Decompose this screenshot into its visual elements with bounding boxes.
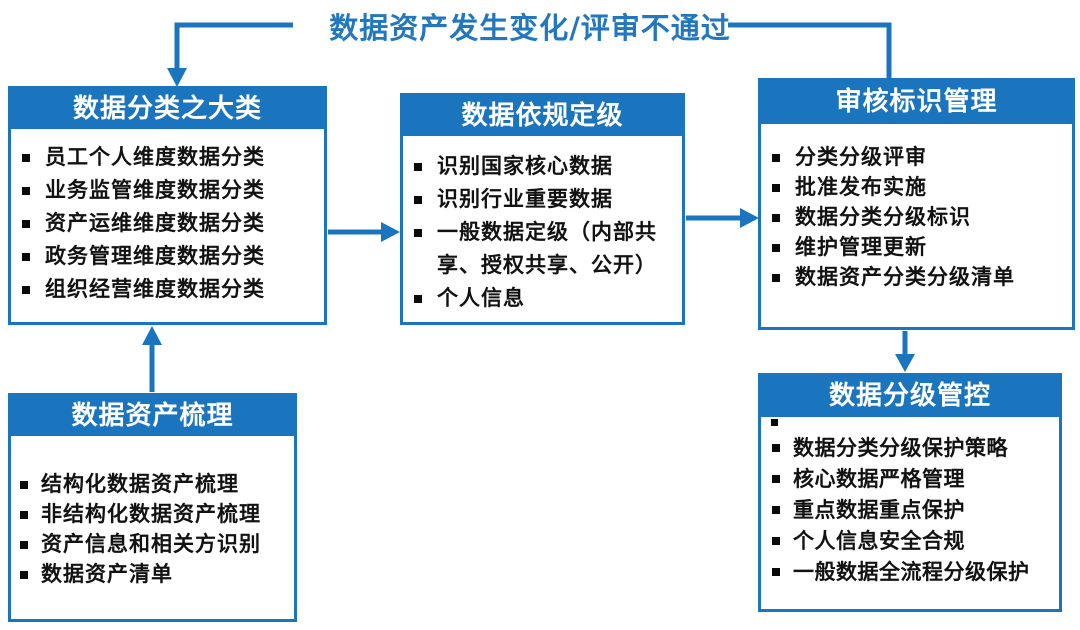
- square-bullet-icon: [22, 286, 30, 294]
- arrow-grading-to-review: [686, 208, 759, 228]
- list-item: 非结构化数据资产梳理: [11, 499, 294, 529]
- list-item: 核心数据严格管理: [761, 463, 1059, 494]
- list-item-text: 识别国家核心数据: [437, 153, 613, 178]
- box-body: 员工个人维度数据分类 业务监管维度数据分类 资产运维维度数据分类 政务管理维度数…: [11, 129, 324, 305]
- list-item: 识别国家核心数据: [403, 149, 676, 182]
- square-bullet-icon: [772, 444, 780, 452]
- list-item: 组织经营维度数据分类: [11, 272, 324, 305]
- list-item: 批准发布实施: [761, 172, 1072, 202]
- arrow-inventory-to-classification: [142, 326, 162, 392]
- square-bullet-icon: [772, 154, 780, 162]
- list-item-text: 批准发布实施: [795, 174, 927, 199]
- square-bullet-icon: [772, 214, 780, 222]
- list-item-text: 一般数据定级（内部共享、授权共享、公开）: [437, 219, 657, 277]
- square-bullet-icon: [20, 481, 28, 489]
- square-bullet-icon: [414, 229, 422, 237]
- list-item-text: 一般数据全流程分级保护: [793, 559, 1030, 584]
- list-item: 一般数据定级（内部共享、授权共享、公开）: [403, 215, 676, 281]
- square-bullet-icon: [22, 154, 30, 162]
- list-item-text: 资产运维维度数据分类: [45, 210, 265, 235]
- square-bullet-icon: [772, 537, 780, 545]
- list-item: 数据分类分级标识: [761, 202, 1072, 232]
- list-item-text: 数据资产分类分级清单: [795, 264, 1015, 289]
- box-body: 识别国家核心数据 识别行业重要数据 一般数据定级（内部共享、授权共享、公开） 个…: [403, 136, 682, 314]
- square-bullet-icon: [772, 274, 780, 282]
- square-bullet-icon: [22, 253, 30, 261]
- list-item-text: 个人信息: [437, 285, 525, 310]
- square-bullet-icon: [772, 184, 780, 192]
- box-grading-control: 数据分级管控 数据分类分级保护策略 核心数据严格管理 重点数据重点保护 个人信息…: [758, 373, 1062, 612]
- arrow-classification-to-grading: [328, 222, 400, 242]
- box-data-grading: 数据依规定级 识别国家核心数据 识别行业重要数据 一般数据定级（内部共享、授权共…: [400, 93, 685, 325]
- square-bullet-icon: [414, 295, 422, 303]
- square-bullet-icon: [22, 187, 30, 195]
- list-item-text: 资产信息和相关方识别: [41, 531, 261, 556]
- list-item-text: 识别行业重要数据: [437, 186, 613, 211]
- arrow-review-to-control: [895, 331, 915, 372]
- stray-bullet-artifact: [771, 419, 778, 426]
- list-item-text: 非结构化数据资产梳理: [41, 501, 261, 526]
- box-title-control: 数据分级管控: [761, 376, 1059, 417]
- list-item-text: 核心数据严格管理: [793, 466, 965, 491]
- square-bullet-icon: [772, 244, 780, 252]
- list-item-text: 员工个人维度数据分类: [45, 144, 265, 169]
- list-item: 数据分类分级保护策略: [761, 432, 1059, 463]
- list-item-text: 个人信息安全合规: [793, 528, 965, 553]
- list-item-text: 业务监管维度数据分类: [45, 177, 265, 202]
- box-review-labeling: 审核标识管理 分类分级评审 批准发布实施 数据分类分级标识 维护管理更新 数据资…: [758, 78, 1075, 330]
- list-item-text: 重点数据重点保护: [793, 497, 965, 522]
- list-item: 识别行业重要数据: [403, 182, 676, 215]
- list-item: 资产运维维度数据分类: [11, 206, 324, 239]
- square-bullet-icon: [414, 163, 422, 171]
- list-item: 数据资产清单: [11, 559, 294, 589]
- list-item: 分类分级评审: [761, 142, 1072, 172]
- square-bullet-icon: [20, 541, 28, 549]
- list-item: 员工个人维度数据分类: [11, 140, 324, 173]
- box-data-classification: 数据分类之大类 员工个人维度数据分类 业务监管维度数据分类 资产运维维度数据分类…: [8, 86, 327, 325]
- list-item: 维护管理更新: [761, 232, 1072, 262]
- box-title-classification: 数据分类之大类: [11, 89, 324, 129]
- list-item: 个人信息安全合规: [761, 525, 1059, 556]
- square-bullet-icon: [772, 506, 780, 514]
- box-body: 结构化数据资产梳理 非结构化数据资产梳理 资产信息和相关方识别 数据资产清单: [11, 436, 294, 589]
- square-bullet-icon: [414, 196, 422, 204]
- list-item: 资产信息和相关方识别: [11, 529, 294, 559]
- list-item: 业务监管维度数据分类: [11, 173, 324, 206]
- square-bullet-icon: [20, 511, 28, 519]
- list-item: 结构化数据资产梳理: [11, 469, 294, 499]
- square-bullet-icon: [772, 568, 780, 576]
- square-bullet-icon: [772, 475, 780, 483]
- list-item-text: 数据分类分级标识: [795, 204, 971, 229]
- list-item-text: 数据分类分级保护策略: [793, 435, 1008, 460]
- box-body: 数据分类分级保护策略 核心数据严格管理 重点数据重点保护 个人信息安全合规 一般…: [761, 417, 1059, 587]
- list-item-text: 分类分级评审: [795, 144, 927, 169]
- list-item: 重点数据重点保护: [761, 494, 1059, 525]
- list-item-text: 组织经营维度数据分类: [45, 276, 265, 301]
- box-title-grading: 数据依规定级: [403, 96, 682, 136]
- list-item: 政务管理维度数据分类: [11, 239, 324, 272]
- list-item-text: 结构化数据资产梳理: [41, 471, 239, 496]
- list-item: 数据资产分类分级清单: [761, 262, 1072, 292]
- list-item-text: 政务管理维度数据分类: [45, 243, 265, 268]
- box-title-inventory: 数据资产梳理: [11, 396, 294, 436]
- square-bullet-icon: [20, 571, 28, 579]
- list-item: 个人信息: [403, 281, 676, 314]
- list-item: 一般数据全流程分级保护: [761, 556, 1059, 587]
- feedback-label: 数据资产发生变化/评审不通过: [329, 11, 731, 45]
- square-bullet-icon: [22, 220, 30, 228]
- box-asset-inventory: 数据资产梳理 结构化数据资产梳理 非结构化数据资产梳理 资产信息和相关方识别 数…: [8, 393, 297, 622]
- box-title-review: 审核标识管理: [761, 81, 1072, 124]
- box-body: 分类分级评审 批准发布实施 数据分类分级标识 维护管理更新 数据资产分类分级清单: [761, 124, 1072, 292]
- list-item-text: 数据资产清单: [41, 561, 173, 586]
- list-item-text: 维护管理更新: [795, 234, 927, 259]
